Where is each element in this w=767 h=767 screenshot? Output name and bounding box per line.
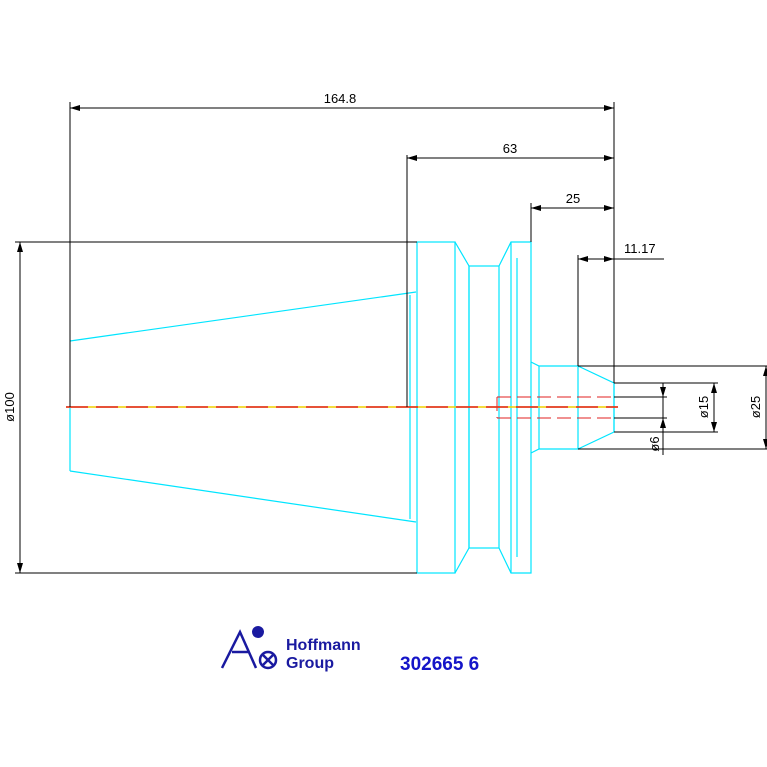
- dim-diameter-tip: ø25: [748, 396, 763, 418]
- taper-bottom-edge: [69, 470, 417, 523]
- part-number: 302665 6: [400, 654, 479, 675]
- dim-taper-to-end: 63: [503, 141, 517, 156]
- dim-diameter-mid: ø15: [696, 396, 711, 418]
- logo-line2: Group: [286, 655, 334, 672]
- hoffmann-group-logo: Hoffmann Group: [220, 626, 361, 672]
- logo-line1: Hoffmann: [286, 637, 361, 654]
- dim-diameter-body: ø100: [2, 392, 17, 422]
- dimension-arrowheads: [17, 105, 767, 573]
- dim-flange-to-end: 25: [566, 191, 580, 206]
- dim-diameter-bore: ø6: [647, 436, 662, 451]
- dim-overall-length: 164.8: [324, 91, 357, 106]
- worker-icon: [220, 626, 278, 670]
- taper-top-edge: [69, 291, 417, 342]
- dimension-lines: [15, 102, 767, 574]
- dim-bore-depth: 11.17: [624, 241, 656, 256]
